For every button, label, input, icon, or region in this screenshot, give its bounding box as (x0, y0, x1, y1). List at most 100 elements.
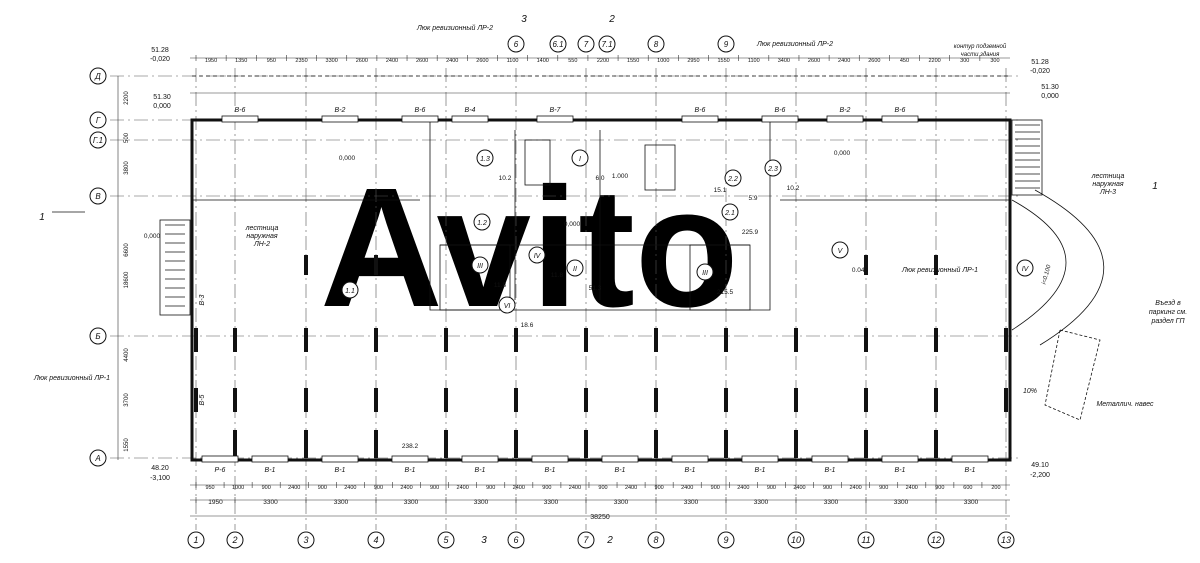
room-id: 1.2 (477, 220, 487, 227)
level-mark-tr: 51.28 (1031, 59, 1049, 66)
room-IV-box (439, 244, 511, 311)
dim-bottom-axes-value: 3300 (544, 499, 559, 506)
dim-top-value: 3400 (778, 58, 790, 64)
core-partitions (514, 130, 601, 300)
axis-bubble-row (89, 187, 107, 205)
dim-top-value: 1550 (627, 58, 639, 64)
dim-top-value: 1100 (748, 58, 760, 64)
window-tag-bottom: B-1 (545, 467, 556, 474)
dim-bottom-small-value: 900 (655, 485, 664, 491)
window-bottom (671, 455, 709, 463)
dim-left-value: 3700 (124, 393, 130, 407)
dim-top-value: 2350 (295, 58, 307, 64)
column (444, 430, 448, 458)
dim-bottom-axes-value: 3300 (404, 499, 419, 506)
dim-top-value: 2400 (386, 58, 398, 64)
window-bottom (951, 455, 989, 463)
column (233, 430, 237, 458)
label-luk-right: Люк ревизионный ЛР-1 (901, 266, 978, 274)
dim-bottom-small-value: 2400 (457, 485, 469, 491)
area-note: 15.1 (714, 187, 727, 194)
dim-bottom-axes-value: 3300 (824, 499, 839, 506)
room-area: 10.2 (787, 185, 800, 192)
ramp-arc-inner (1011, 199, 1067, 331)
column (304, 430, 308, 458)
axis-label-top: 7 (584, 40, 589, 49)
window-tag-top: B-6 (895, 107, 906, 114)
room-area: 215.5 (717, 289, 734, 296)
dim-top-value: 2400 (446, 58, 458, 64)
room-id: 1.3 (480, 156, 490, 163)
dim-bottom-small-value: 900 (767, 485, 776, 491)
label-luk-top-right: Люк ревизионный ЛР-2 (756, 40, 833, 48)
window-tag-bottom: B-1 (615, 467, 626, 474)
window-bottom (201, 455, 239, 463)
dim-bottom-small-value: 900 (879, 485, 888, 491)
column (794, 388, 798, 412)
dim-bottom-axes-value: 3300 (263, 499, 278, 506)
axis-label-row: Г (96, 116, 101, 125)
core-wall (429, 120, 771, 311)
dim-bottom-small-value: 2400 (793, 485, 805, 491)
column (724, 388, 728, 412)
label-stair-left: ЛН-2 (253, 241, 270, 248)
axis-label-row: Б (95, 332, 100, 341)
room-area: 5.9 (748, 195, 757, 202)
area-note: 1.000 (612, 173, 629, 180)
label-slope: 10% (1023, 388, 1037, 395)
level-mark-tl: 51.28 (151, 47, 169, 54)
axis-label-bottom: 7 (583, 535, 589, 545)
axis-bubble-row (89, 327, 107, 345)
dim-bottom-small-value: 900 (318, 485, 327, 491)
axis-bubble-bottom (577, 531, 595, 549)
dim-bottom-small-value: 900 (711, 485, 720, 491)
column (304, 328, 308, 352)
column (444, 388, 448, 412)
room-id: III (477, 263, 483, 270)
level-mark-bl: 48.20 (151, 465, 169, 472)
axis-label-row: Г.1 (93, 136, 103, 145)
axis-bubble-row (89, 131, 107, 149)
column (374, 430, 378, 458)
window-tag-bottom: B-1 (895, 467, 906, 474)
axis-bubble-top (577, 35, 595, 53)
stair-box (524, 139, 551, 186)
stair-left (159, 219, 191, 316)
dim-left-value: 4400 (124, 348, 130, 362)
dim-top-value: 2400 (838, 58, 850, 64)
window-tag-bottom: P-6 (215, 467, 226, 474)
label-stair-right: наружная (1092, 181, 1124, 188)
dim-bottom-axes-value: 3300 (614, 499, 629, 506)
room-bubble (471, 256, 489, 274)
label-stair-right: лестница (1091, 173, 1125, 180)
axis-label-bottom: 13 (1001, 535, 1011, 545)
dim-bottom-small-value: 1000 (232, 485, 244, 491)
label-contour: контур подземной (954, 43, 1007, 50)
dim-top-value: 1100 (507, 58, 519, 64)
window-bottom (531, 455, 569, 463)
label-stair-left: наружная (246, 233, 278, 240)
dim-bottom-small-value: 900 (542, 485, 551, 491)
room-area: 10.2 (499, 175, 512, 182)
room-area: 11.8 (551, 272, 564, 279)
axis-bubble-top (549, 35, 567, 53)
dim-top-value: 3300 (326, 58, 338, 64)
room-bubble (831, 241, 849, 259)
window-top (401, 115, 439, 123)
dim-bottom-small-value: 2400 (569, 485, 581, 491)
dim-bottom-small-value: 2400 (681, 485, 693, 491)
dim-top-value: 1400 (537, 58, 549, 64)
window-tag-bottom: B-1 (265, 467, 276, 474)
window-top (761, 115, 799, 123)
column (1004, 328, 1008, 352)
axis-label-top: 9 (724, 40, 729, 49)
section-mark-2-top: 2 (608, 14, 615, 25)
dim-bottom-axes-value: 3300 (754, 499, 769, 506)
dim-bottom-axes-value: 1950 (208, 499, 223, 506)
axis-bubble-bottom (507, 531, 525, 549)
window-top (826, 115, 864, 123)
window-tag-top: B-2 (840, 107, 851, 114)
room-id: II (573, 266, 577, 273)
dim-bottom-small-value: 200 (991, 485, 1000, 491)
